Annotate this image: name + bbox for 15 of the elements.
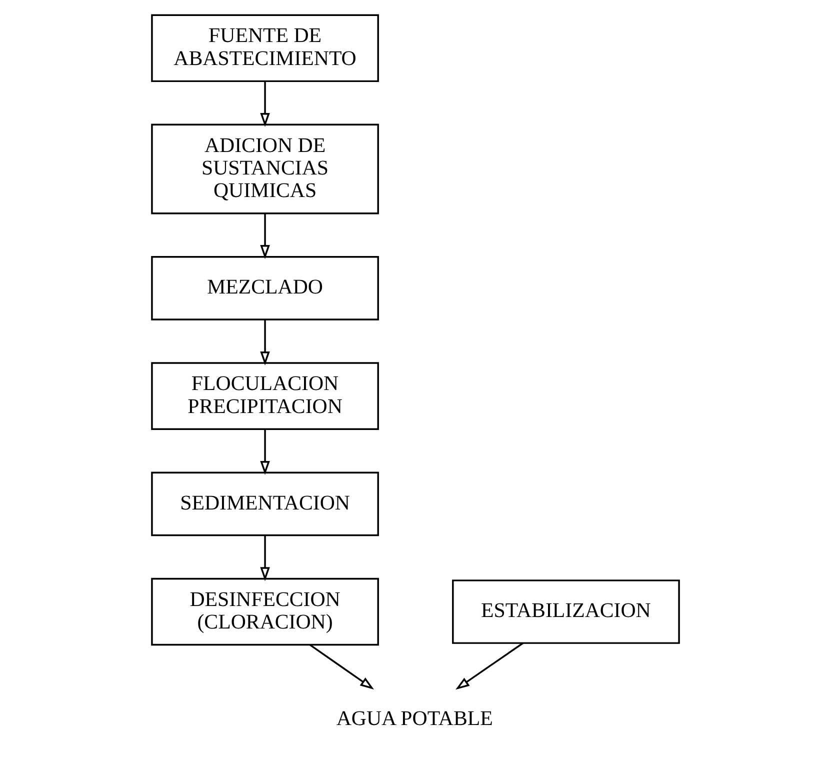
node-box: MEZCLADO bbox=[151, 256, 379, 320]
arrow bbox=[260, 535, 270, 582]
arrow bbox=[309, 644, 374, 690]
arrow bbox=[260, 214, 270, 259]
node-text: AGUA POTABLE bbox=[336, 706, 493, 730]
node-box: SEDIMENTACION bbox=[151, 472, 379, 536]
node-box: FUENTE DE ABASTECIMIENTO bbox=[151, 14, 379, 82]
node-box: ESTABILIZACION bbox=[452, 580, 680, 644]
arrow bbox=[260, 320, 270, 366]
arrow bbox=[260, 429, 270, 475]
node-box: ADICION DE SUSTANCIAS QUIMICAS bbox=[151, 124, 379, 214]
node-box: DESINFECCION (CLORACION) bbox=[151, 578, 379, 646]
node-box: FLOCULACION PRECIPITACION bbox=[151, 362, 379, 430]
arrow bbox=[456, 642, 524, 690]
arrow bbox=[260, 81, 270, 127]
